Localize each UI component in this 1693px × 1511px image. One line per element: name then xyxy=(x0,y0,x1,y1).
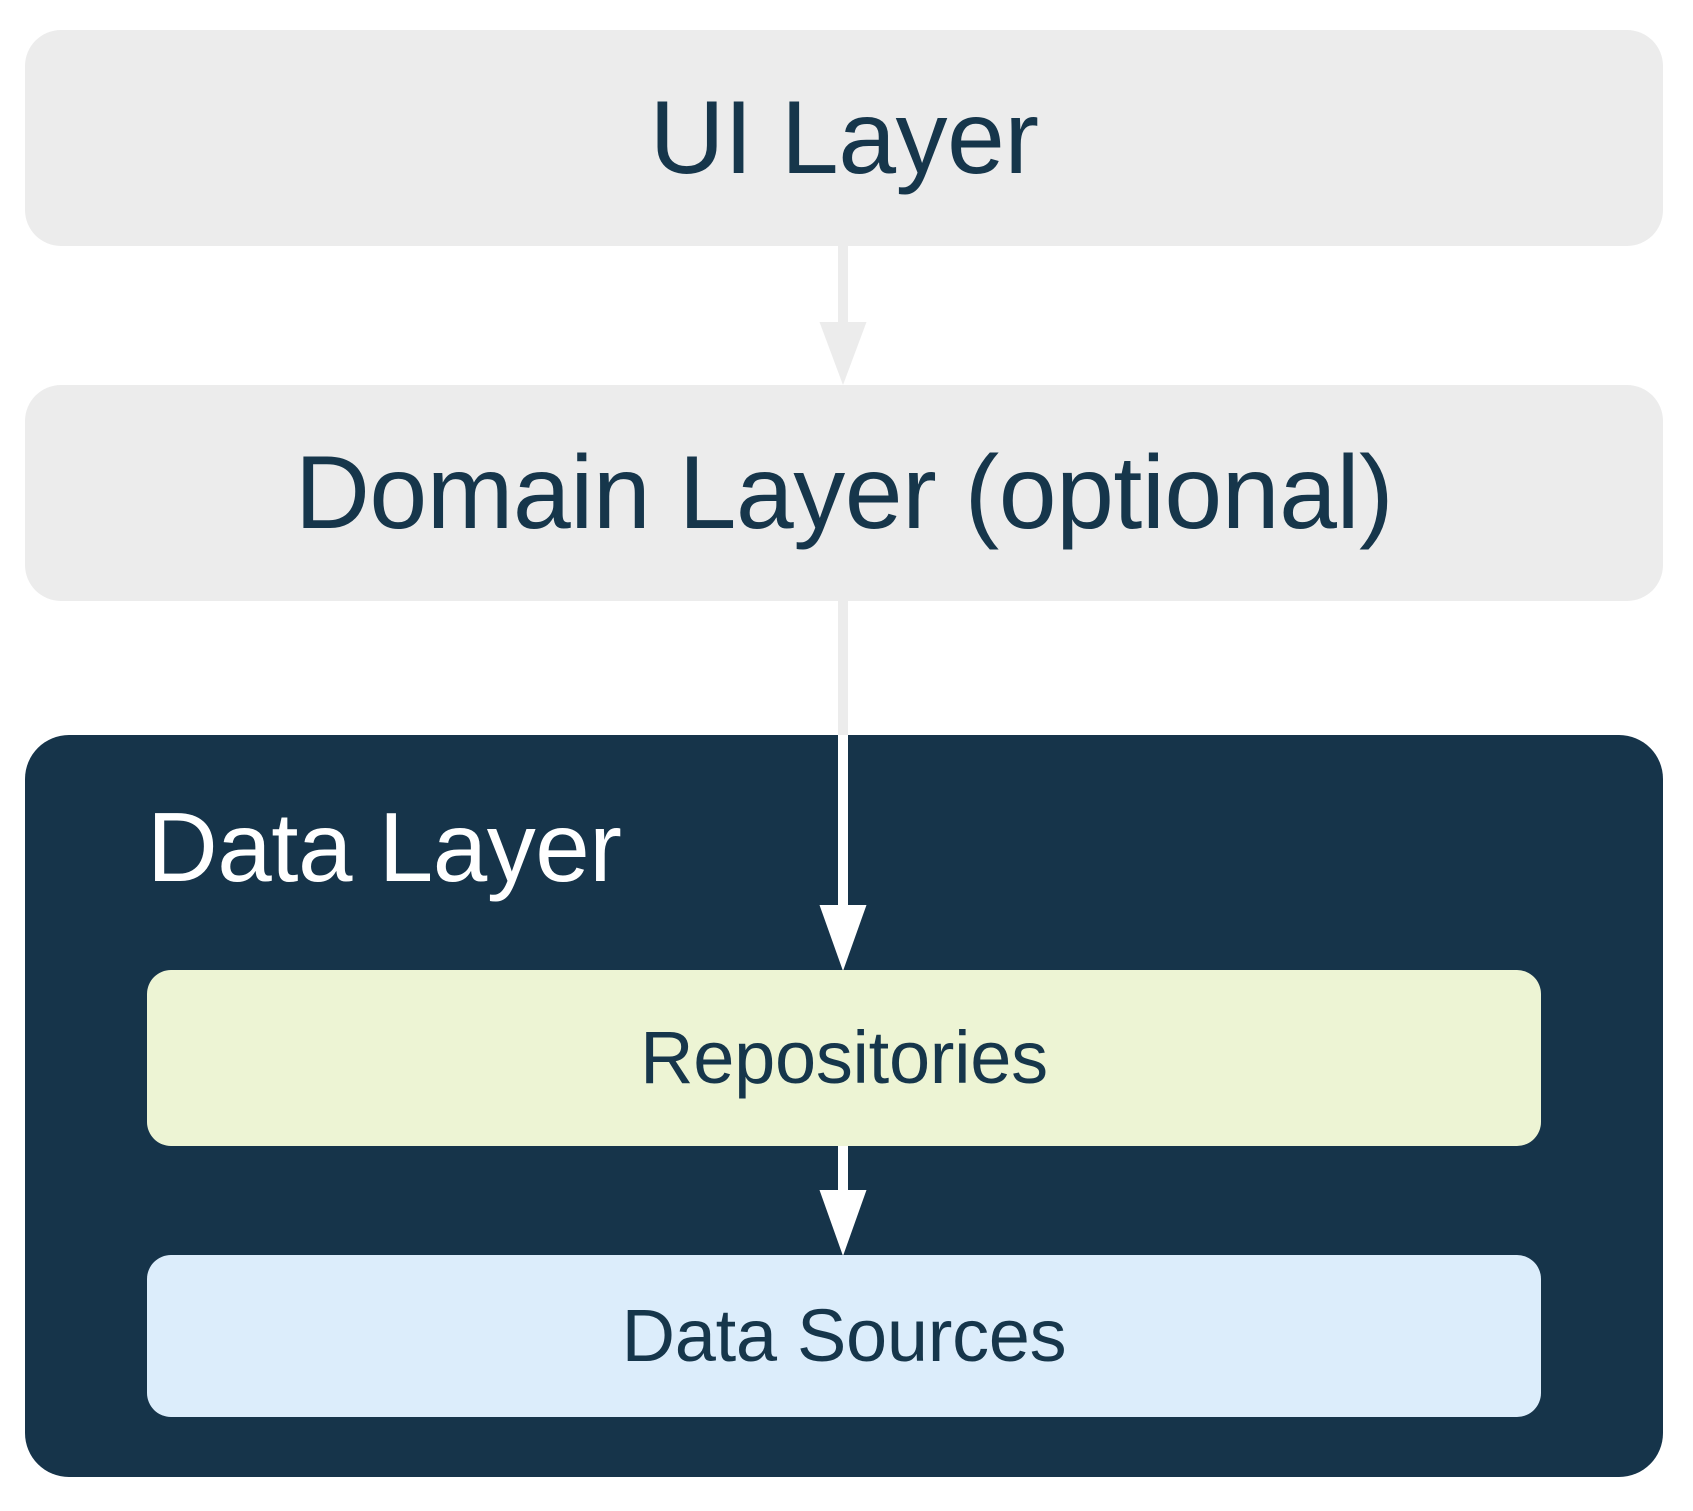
data-layer-label: Data Layer xyxy=(147,792,622,902)
data-sources-box[interactable]: Data Sources xyxy=(147,1255,1541,1417)
domain-layer-box[interactable]: Domain Layer (optional) xyxy=(25,385,1663,601)
arrow-ui-to-domain-icon xyxy=(819,246,867,385)
ui-layer-label: UI Layer xyxy=(649,80,1039,196)
repositories-box[interactable]: Repositories xyxy=(147,970,1541,1146)
domain-layer-label: Domain Layer (optional) xyxy=(294,435,1394,551)
ui-layer-box[interactable]: UI Layer xyxy=(25,30,1663,246)
repositories-label: Repositories xyxy=(640,1016,1048,1099)
data-sources-label: Data Sources xyxy=(621,1294,1067,1377)
arrow-domain-to-data-icon xyxy=(838,601,848,735)
